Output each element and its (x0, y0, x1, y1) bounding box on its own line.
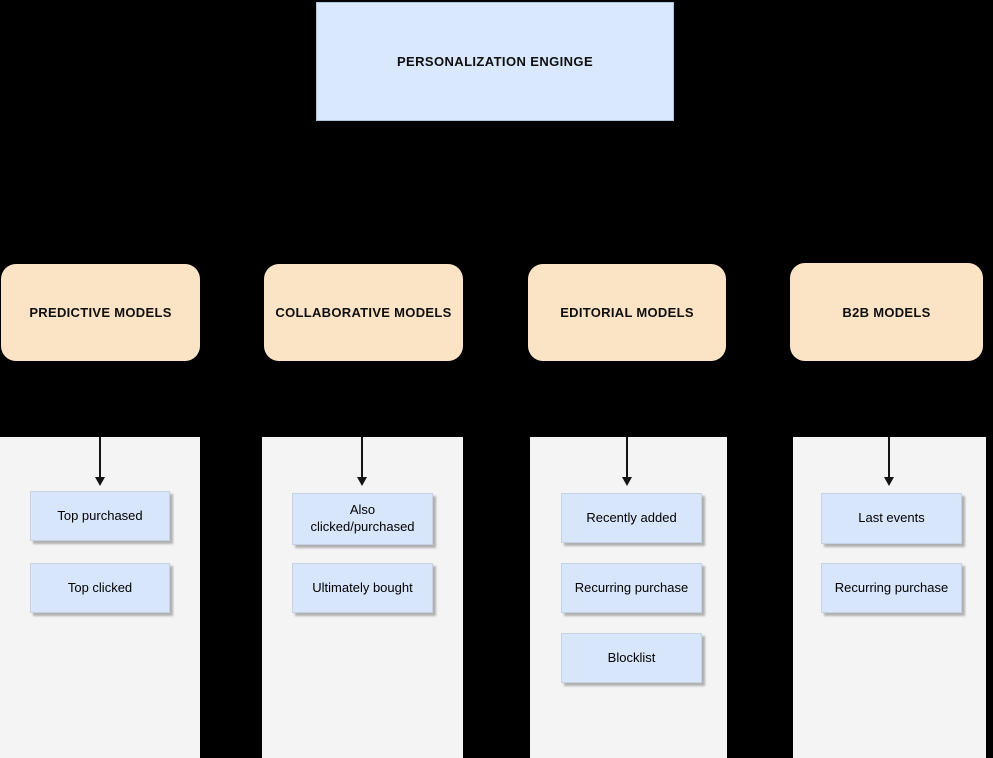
node-also-clicked-purchased: Also clicked/purchased (292, 493, 433, 545)
panel-arrow-line-collaborative (361, 437, 363, 478)
arrowhead-editorial-icon (623, 259, 631, 267)
node-last-events-label: Last events (858, 510, 925, 526)
node-recurring-purchase-editorial: Recurring purchase (561, 563, 702, 613)
arrowhead-collaborative-icon (359, 259, 367, 267)
node-predictive-models: PREDICTIVE MODELS (1, 264, 200, 361)
panel-arrowhead-collaborative-icon (357, 477, 367, 486)
node-b2b-models: B2B MODELS (790, 263, 983, 361)
arrowhead-predictive-icon (96, 255, 104, 263)
node-recurring-purchase-b2b-label: Recurring purchase (834, 579, 949, 595)
node-top-clicked: Top clicked (30, 563, 170, 613)
node-recurring-purchase-editorial-label: Recurring purchase (574, 579, 689, 595)
panel-arrow-line-b2b (888, 437, 890, 478)
connector-line-collaborative (362, 121, 364, 259)
node-collaborative-models: COLLABORATIVE MODELS (264, 264, 463, 361)
node-blocklist-label: Blocklist (607, 649, 656, 665)
panel-arrowhead-editorial-icon (622, 477, 632, 486)
panel-arrow-line-editorial (626, 437, 628, 478)
connector-line-editorial (626, 121, 628, 259)
node-b2b-models-label: B2B MODELS (842, 304, 931, 320)
node-personalization-engine-label: PERSONALIZATION ENGINGE (396, 54, 594, 69)
node-also-clicked-purchased-label: Also clicked/purchased (310, 502, 415, 534)
node-recently-added: Recently added (561, 493, 702, 543)
node-top-purchased: Top purchased (30, 491, 170, 541)
connector-line-predictive (99, 121, 101, 255)
node-ultimately-bought-label: Ultimately bought (312, 579, 413, 595)
node-editorial-models-label: EDITORIAL MODELS (560, 305, 694, 320)
node-last-events: Last events (821, 493, 962, 544)
node-editorial-models: EDITORIAL MODELS (528, 264, 726, 361)
node-top-purchased-label: Top purchased (57, 507, 143, 523)
node-predictive-models-label: PREDICTIVE MODELS (29, 305, 172, 320)
panel-arrowhead-predictive-icon (95, 477, 105, 486)
node-ultimately-bought: Ultimately bought (292, 563, 433, 613)
node-top-clicked-label: Top clicked (67, 579, 133, 595)
node-recurring-purchase-b2b: Recurring purchase (821, 563, 962, 613)
panel-arrow-line-predictive (99, 437, 101, 478)
node-collaborative-models-label: COLLABORATIVE MODELS (275, 305, 452, 320)
node-recently-added-label: Recently added (586, 509, 677, 525)
connector-line-b2b (885, 121, 887, 260)
node-personalization-engine: PERSONALIZATION ENGINGE (316, 2, 674, 121)
panel-arrowhead-b2b-icon (884, 477, 894, 486)
node-blocklist: Blocklist (561, 633, 702, 683)
